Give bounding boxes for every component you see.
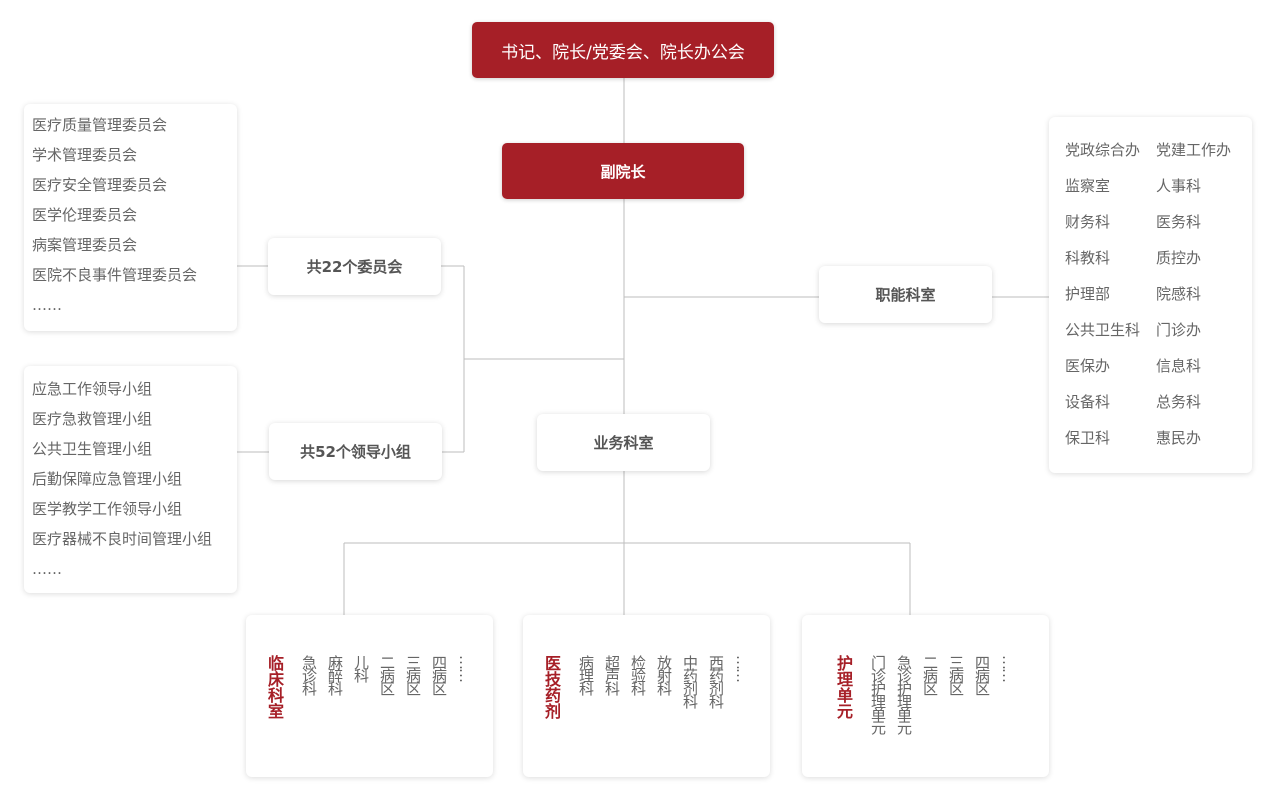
business-dept-node: 业务科室 bbox=[537, 414, 710, 471]
functional-dept-item: 党建工作办 bbox=[1156, 141, 1232, 159]
nursing-unit-item-more: …… bbox=[999, 655, 1017, 681]
functional-dept-item: 医务科 bbox=[1156, 213, 1202, 231]
clinical-dept-item: 急诊科 bbox=[300, 655, 318, 694]
committee-list-card: 医疗质量管理委员会 学术管理委员会 医疗安全管理委员会 医学伦理委员会 病案管理… bbox=[24, 104, 237, 331]
committee-item: 医疗质量管理委员会 bbox=[32, 116, 168, 134]
leading-group-label: 共52个领导小组 bbox=[300, 443, 411, 461]
functional-dept-label: 职能科室 bbox=[875, 286, 936, 304]
nursing-unit-item: 急诊护理单元 bbox=[895, 655, 913, 733]
committee-item: 学术管理委员会 bbox=[32, 146, 138, 164]
functional-dept-item: 党政综合办 bbox=[1065, 141, 1141, 159]
leading-group-item: 公共卫生管理小组 bbox=[32, 440, 153, 458]
medtech-pharmacy-item: 西药剂科 bbox=[707, 655, 725, 707]
medtech-pharmacy-item-more: …… bbox=[733, 655, 751, 681]
nursing-unit-item: 三病区 bbox=[947, 655, 965, 694]
committee-item: 医院不良事件管理委员会 bbox=[32, 266, 198, 284]
leading-group-item: 医疗器械不良时间管理小组 bbox=[32, 530, 213, 548]
nursing-unit-item: 四病区 bbox=[973, 655, 991, 694]
nursing-unit-item: 二病区 bbox=[921, 655, 939, 694]
committee-item: 医疗安全管理委员会 bbox=[32, 176, 168, 194]
functional-dept-item: 公共卫生科 bbox=[1065, 321, 1141, 339]
clinical-dept-item-more: …… bbox=[456, 655, 474, 681]
medtech-pharmacy-item: 放射科 bbox=[655, 655, 673, 694]
leading-group-item: 后勤保障应急管理小组 bbox=[32, 470, 183, 488]
leading-group-list-card: 应急工作领导小组 医疗急救管理小组 公共卫生管理小组 后勤保障应急管理小组 医学… bbox=[24, 366, 237, 593]
medtech-pharmacy-item: 病理科 bbox=[577, 655, 595, 694]
leading-group-node: 共52个领导小组 bbox=[269, 423, 442, 480]
top-node-title: 书记、院长/党委会、院长办公会 bbox=[501, 42, 745, 63]
functional-dept-item: 保卫科 bbox=[1065, 429, 1111, 447]
leading-group-item-more: …… bbox=[32, 560, 62, 578]
business-dept-label: 业务科室 bbox=[593, 434, 654, 452]
functional-dept-item: 信息科 bbox=[1156, 357, 1202, 375]
clinical-dept-title: 临床科室 bbox=[265, 655, 284, 719]
functional-dept-item: 院感科 bbox=[1156, 285, 1202, 303]
committee-item-more: …… bbox=[32, 296, 62, 314]
functional-dept-item: 监察室 bbox=[1065, 177, 1111, 195]
functional-dept-item: 总务科 bbox=[1156, 393, 1202, 411]
nursing-unit-title: 护理单元 bbox=[834, 655, 853, 719]
clinical-dept-item: 四病区 bbox=[430, 655, 448, 694]
party-secretary-president-node: 书记、院长/党委会、院长办公会 bbox=[472, 22, 774, 78]
vice-president-title: 副院长 bbox=[600, 162, 646, 181]
leading-group-item: 应急工作领导小组 bbox=[32, 380, 153, 398]
clinical-dept-item: 三病区 bbox=[404, 655, 422, 694]
functional-dept-item: 设备科 bbox=[1065, 393, 1111, 411]
functional-dept-item: 质控办 bbox=[1156, 249, 1202, 267]
committee-item: 病案管理委员会 bbox=[32, 236, 138, 254]
functional-dept-list-card: 党政综合办 党建工作办 监察室 人事科 财务科 医务科 科教科 质控办 护理部 … bbox=[1049, 117, 1252, 473]
medtech-pharmacy-item: 检验科 bbox=[629, 655, 647, 694]
committee-label: 共22个委员会 bbox=[306, 258, 403, 276]
functional-dept-item: 惠民办 bbox=[1156, 429, 1202, 447]
functional-dept-item: 财务科 bbox=[1065, 213, 1111, 231]
clinical-dept-card: 临床科室 急诊科 麻醉科 儿科 二病区 三病区 四病区 …… bbox=[246, 615, 493, 777]
nursing-unit-card: 护理单元 门诊护理单元 急诊护理单元 二病区 三病区 四病区 …… bbox=[802, 615, 1049, 777]
committee-item: 医学伦理委员会 bbox=[32, 206, 138, 224]
medtech-pharmacy-item: 超声科 bbox=[603, 655, 621, 694]
functional-dept-item: 科教科 bbox=[1065, 249, 1111, 267]
functional-dept-item: 门诊办 bbox=[1156, 321, 1202, 339]
committee-node: 共22个委员会 bbox=[268, 238, 441, 295]
medtech-pharmacy-title: 医技药剂 bbox=[542, 655, 561, 719]
leading-group-item: 医学教学工作领导小组 bbox=[32, 500, 183, 518]
functional-dept-item: 人事科 bbox=[1156, 177, 1202, 195]
clinical-dept-item: 二病区 bbox=[378, 655, 396, 694]
leading-group-item: 医疗急救管理小组 bbox=[32, 410, 153, 428]
clinical-dept-item: 麻醉科 bbox=[326, 655, 344, 694]
functional-dept-item: 护理部 bbox=[1065, 285, 1111, 303]
clinical-dept-item: 儿科 bbox=[352, 655, 370, 681]
functional-dept-node: 职能科室 bbox=[819, 266, 992, 323]
medtech-pharmacy-card: 医技药剂 病理科 超声科 检验科 放射科 中药剂科 西药剂科 …… bbox=[523, 615, 770, 777]
functional-dept-item: 医保办 bbox=[1065, 357, 1111, 375]
medtech-pharmacy-item: 中药剂科 bbox=[681, 655, 699, 707]
vice-president-node: 副院长 bbox=[502, 143, 744, 199]
nursing-unit-item: 门诊护理单元 bbox=[869, 655, 887, 733]
